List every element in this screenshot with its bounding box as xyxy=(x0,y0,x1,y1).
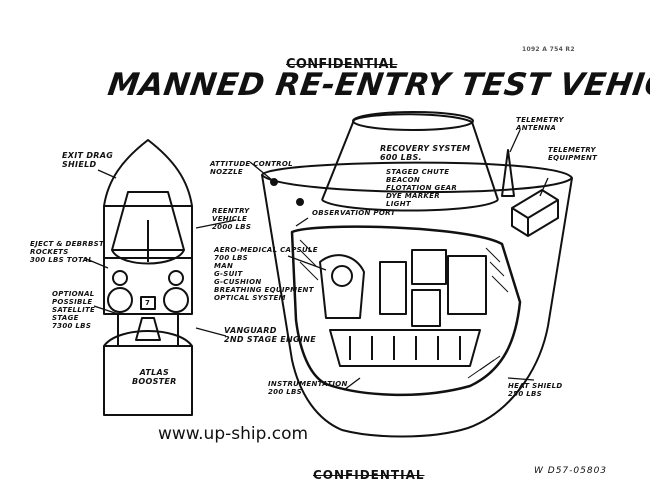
classification-stamp-top: CONFIDENTIAL xyxy=(286,57,398,72)
label-satellite-stage: OPTIONAL POSSIBLE SATELLITE STAGE 7300 L… xyxy=(52,290,96,331)
label-observation-port: OBSERVATION PORT xyxy=(312,209,396,217)
leader-lines xyxy=(83,129,549,391)
label-vanguard-engine: VANGUARD 2nd STAGE ENGINE xyxy=(224,326,316,345)
watermark-url: www.up-ship.com xyxy=(158,424,309,444)
label-telemetry-equipment: TELEMETRY EQUIPMENT xyxy=(548,146,598,163)
launch-stack-drawing xyxy=(103,139,193,416)
reentry-vehicle-cutaway xyxy=(261,111,573,438)
label-eject-debrost-rockets: EJECT & DEBRBST ROCKETS 300 LBS TOTAL xyxy=(30,240,105,265)
label-instrumentation: INSTRUMENTATION 200 LBS xyxy=(268,380,348,397)
classification-stamp-bottom: CONFIDENTIAL xyxy=(313,468,425,482)
label-atlas-booster: ATLAS BOOSTER xyxy=(132,368,177,387)
label-reentry-vehicle: REENTRY VEHICLE 2000 LBS xyxy=(212,207,252,232)
label-exit-drag-shield: EXIT DRAG SHIELD xyxy=(62,151,114,170)
label-recovery-system: RECOVERY SYSTEM 600 LBS. xyxy=(380,144,471,163)
document-number-bottom: W D57-05803 xyxy=(534,466,608,476)
document-number-top: 1092 A 754 R2 xyxy=(522,46,575,53)
cutaway-shading xyxy=(299,239,509,379)
label-attitude-control-nozzle: ATTITUDE CONTROL NOZZLE xyxy=(210,160,293,177)
label-heat-shield: HEAT SHIELD 250 LBS xyxy=(508,382,563,399)
page-title: MANNED RE-ENTRY TEST VEHICLE xyxy=(105,67,650,103)
label-recovery-items: STAGED CHUTE BEACON FLOTATION GEAR DYE M… xyxy=(386,168,458,209)
label-telemetry-antenna: TELEMETRY ANTENNA xyxy=(516,116,564,133)
label-aero-medical-capsule: AERO-MEDICAL CAPSULE 700 LBS MAN G-SUIT … xyxy=(214,246,318,303)
label-stage-number: 7 xyxy=(145,299,151,307)
